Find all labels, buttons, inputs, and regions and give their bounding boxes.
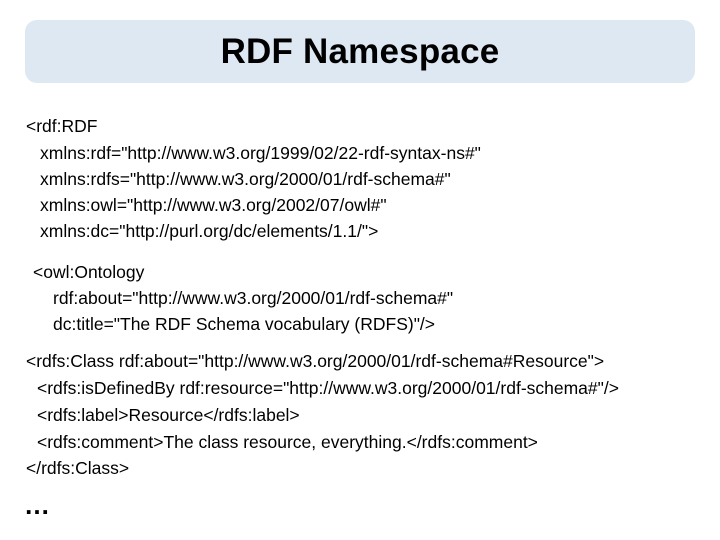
ontology-title-line: dc:title="The RDF Schema vocabulary (RDF… <box>53 314 435 334</box>
class-comment-line: <rdfs:comment>The class resource, everyt… <box>37 432 538 452</box>
ontology-about-line: rdf:about="http://www.w3.org/2000/01/rdf… <box>53 288 454 308</box>
ontology-open-tag: <owl:Ontology <box>33 262 145 282</box>
class-close-tag: </rdfs:Class> <box>26 458 130 478</box>
xmlns-rdfs-line: xmlns:rdfs="http://www.w3.org/2000/01/rd… <box>40 169 451 189</box>
class-open-tag: <rdfs:Class rdf:about="http://www.w3.org… <box>26 351 605 371</box>
class-label-line: <rdfs:label>Resource</rdfs:label> <box>37 405 300 425</box>
xmlns-owl-line: xmlns:owl="http://www.w3.org/2002/07/owl… <box>40 195 387 215</box>
class-isdefinedby-line: <rdfs:isDefinedBy rdf:resource="http://w… <box>37 378 619 398</box>
continuation-ellipsis: … <box>24 490 51 520</box>
xmlns-dc-line: xmlns:dc="http://purl.org/dc/elements/1.… <box>40 221 379 241</box>
title-banner: RDF Namespace <box>25 20 695 83</box>
rdf-open-tag: <rdf:RDF <box>26 116 98 136</box>
xmlns-rdf-line: xmlns:rdf="http://www.w3.org/1999/02/22-… <box>40 143 481 163</box>
slide-title: RDF Namespace <box>220 31 500 71</box>
